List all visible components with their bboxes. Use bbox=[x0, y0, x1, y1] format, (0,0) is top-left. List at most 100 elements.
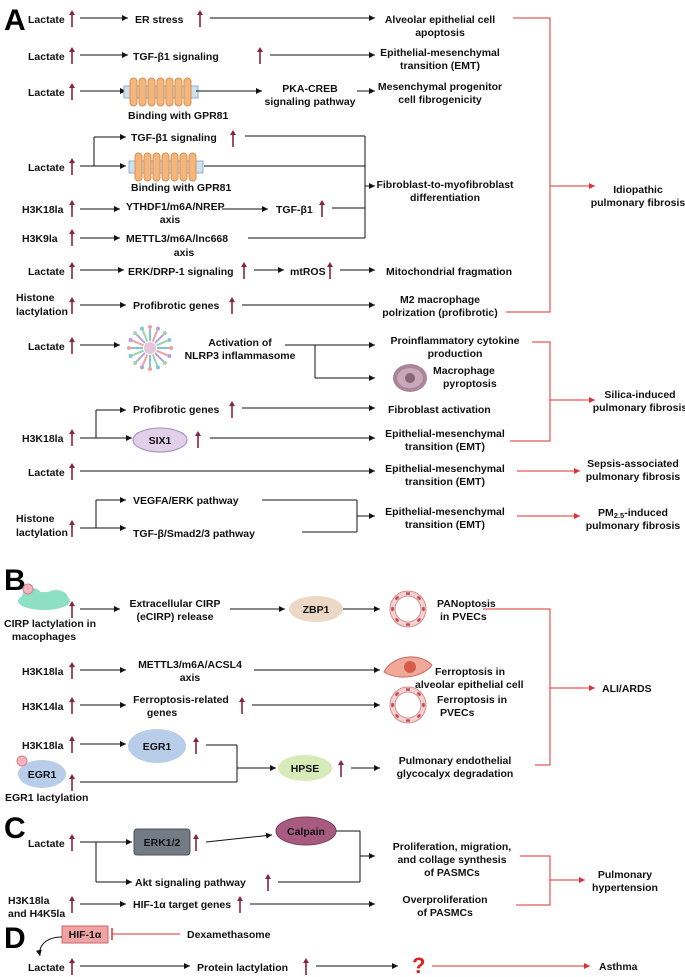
row-c2: H3K18la and H4K5la HIF-1α target genes O… bbox=[8, 894, 488, 920]
row-a2-mid: TGF-β1 signaling bbox=[133, 51, 219, 63]
row-a4-branch-a: TGF-β1 signaling bbox=[131, 132, 217, 144]
row-a12-end-2: transition (EMT) bbox=[405, 519, 485, 531]
upregulation-arrow-icon bbox=[69, 896, 75, 913]
row-c2-left-2: and H4K5la bbox=[8, 908, 65, 920]
fibro-end-2: differentiation bbox=[410, 192, 480, 204]
upregulation-arrow-icon bbox=[338, 760, 344, 777]
row-b3-mid-1: Ferroptosis-related bbox=[133, 694, 229, 706]
row-b2-end-1: Ferroptosis in bbox=[435, 666, 505, 678]
upregulation-arrow-icon bbox=[69, 601, 75, 618]
outcome-sepsis-1: Sepsis-associated bbox=[587, 458, 679, 470]
row-a3-mid-2: signaling pathway bbox=[264, 96, 355, 108]
upregulation-arrow-icon bbox=[69, 47, 75, 64]
row-a12-branch-b: TGF-β/Smad2/3 pathway bbox=[133, 528, 255, 540]
outcome-asthma: Asthma bbox=[599, 961, 638, 973]
row-b4: H3K18la EGR1 EGR1 EGR1 lactylation HPSE … bbox=[5, 729, 513, 804]
outcome-silica-1: Silica-induced bbox=[604, 389, 675, 401]
upregulation-arrow-icon bbox=[229, 401, 235, 418]
row-a11-end-1: Epithelial-mesenchymal bbox=[385, 463, 505, 475]
row-d1-left: Lactate bbox=[28, 962, 65, 974]
outcome-sepsis-2: pulmonary fibrosis bbox=[586, 471, 681, 483]
upregulation-arrow-icon bbox=[69, 697, 75, 714]
cirp-cell-icon bbox=[18, 583, 70, 610]
upregulation-arrow-icon bbox=[69, 262, 75, 279]
row-b1-mid-1: Extracellular CIRP bbox=[129, 598, 220, 610]
upregulation-arrow-icon bbox=[327, 262, 333, 279]
row-c1-branch: Akt signaling pathway bbox=[135, 877, 246, 889]
row-a9-end-b1: Macrophage bbox=[433, 365, 495, 377]
row-b2-end-2: alveolar epithelial cell bbox=[415, 679, 524, 691]
row-b4-end-1: Pulmonary endothelial bbox=[399, 755, 512, 767]
row-d1: HIF-1α Dexamethasome Lactate Protein lac… bbox=[28, 925, 638, 977]
row-a7-end: Mitochondrial fragmation bbox=[386, 266, 512, 278]
row-a9-end-a2: production bbox=[428, 348, 483, 360]
row-a5-mid-2: axis bbox=[160, 214, 181, 226]
row-a12: Histone lactylation VEGFA/ERK pathway TG… bbox=[16, 495, 680, 540]
row-b2-mid-1: METTL3/m6A/ACSL4 bbox=[138, 659, 242, 671]
row-a10-left: H3K18la bbox=[22, 433, 64, 445]
calpain-label: Calpain bbox=[287, 826, 325, 838]
row-a6: H3K9la METTL3/m6A/lnc668 axis bbox=[22, 229, 365, 259]
row-a5-left: H3K18la bbox=[22, 204, 64, 216]
upregulation-arrow-icon bbox=[69, 834, 75, 851]
panel-label-c: C bbox=[4, 812, 26, 845]
row-b3-left: H3K14la bbox=[22, 701, 64, 713]
row-b2-left: H3K18la bbox=[22, 666, 64, 678]
six1-label: SIX1 bbox=[149, 435, 172, 447]
row-a9: Lactate Activation of NLRP3 inflammasome… bbox=[28, 325, 520, 392]
row-b3-end-2: PVECs bbox=[440, 707, 475, 719]
row-a9-end-b2: pyroptosis bbox=[443, 378, 497, 390]
alveolar-cell-icon bbox=[383, 656, 433, 678]
egr1-label-b: EGR1 bbox=[28, 769, 57, 781]
row-a2: Lactate TGF-β1 signaling Epithelial-mese… bbox=[28, 47, 500, 72]
upregulation-arrow-icon bbox=[69, 520, 75, 537]
row-a8: Histone lactylation Profibrotic genes M2… bbox=[16, 292, 498, 319]
row-a11-end-2: transition (EMT) bbox=[405, 476, 485, 488]
row-c2-left-1: H3K18la bbox=[8, 895, 50, 907]
row-a9-end-a1: Proinflammatory cytokine bbox=[391, 335, 520, 347]
upregulation-arrow-icon bbox=[229, 297, 235, 314]
upregulation-arrow-icon bbox=[69, 10, 75, 27]
row-a6-left: H3K9la bbox=[22, 233, 58, 245]
outcome-ipf-2: pulmonary fibrosis bbox=[591, 197, 685, 209]
row-a6-mid-2: axis bbox=[174, 247, 195, 259]
outcome-ph-1: Pulmonary bbox=[598, 869, 652, 881]
row-a2-end-1: Epithelial-mesenchymal bbox=[380, 47, 500, 59]
upregulation-arrow-icon bbox=[69, 958, 75, 975]
upregulation-arrow-icon bbox=[69, 463, 75, 480]
row-b2: H3K18la METTL3/m6A/ACSL4 axis Ferroptosi… bbox=[22, 656, 524, 691]
row-b1-left-2: macophages bbox=[12, 631, 76, 643]
row-a1: Lactate ER stress Alveolar epithelial ce… bbox=[28, 10, 495, 39]
zbp1-node: ZBP1 bbox=[289, 596, 343, 622]
upregulation-arrow-icon bbox=[69, 429, 75, 446]
egr1-node-b: EGR1 bbox=[16, 755, 66, 788]
row-a1-left: Lactate bbox=[28, 14, 65, 26]
erk12-label: ERK1/2 bbox=[144, 837, 181, 849]
row-b1: CIRP lactylation in macophages Extracell… bbox=[4, 583, 496, 643]
upregulation-arrow-icon bbox=[195, 431, 201, 448]
row-a7-mid: ERK/DRP-1 signaling bbox=[128, 266, 234, 278]
row-a5: H3K18la YTHDF1/m6A/NREP axis TGF-β1 bbox=[22, 200, 365, 226]
row-a3-mid-1: PKA-CREB bbox=[282, 83, 338, 95]
row-b1-mid-2: (eCIRP) release bbox=[136, 611, 213, 623]
row-b3-mid-2: genes bbox=[147, 707, 178, 719]
upregulation-arrow-icon bbox=[193, 834, 199, 851]
egr1-label-a: EGR1 bbox=[143, 741, 172, 753]
row-a2-end-2: transition (EMT) bbox=[400, 60, 480, 72]
row-a4: Lactate TGF-β1 signaling Binding with GP… bbox=[28, 130, 365, 194]
row-a8-end-1: M2 macrophage bbox=[400, 294, 480, 306]
row-b4-end-2: glycocalyx degradation bbox=[397, 768, 514, 780]
row-b1-left-1: CIRP lactylation in bbox=[4, 618, 96, 630]
row-b1-end-1: PANoptosis bbox=[437, 598, 496, 610]
upregulation-arrow-icon bbox=[69, 662, 75, 679]
row-a11: Lactate Epithelial-mesenchymal transitio… bbox=[28, 458, 680, 488]
row-a6-mid-1: METTL3/m6A/lnc668 bbox=[126, 233, 228, 245]
row-a2-left: Lactate bbox=[28, 51, 65, 63]
macrophage-icon bbox=[393, 364, 427, 392]
row-b3: H3K14la Ferroptosis-related genes Ferrop… bbox=[22, 686, 507, 724]
nlrp3-inflammasome-icon bbox=[127, 325, 173, 371]
row-a1-end-2: apoptosis bbox=[415, 27, 465, 39]
row-c1-end-1: Proliferation, migration, bbox=[393, 841, 512, 853]
upregulation-arrow-icon bbox=[69, 337, 75, 354]
row-b4-left-b: EGR1 lactylation bbox=[5, 792, 88, 804]
